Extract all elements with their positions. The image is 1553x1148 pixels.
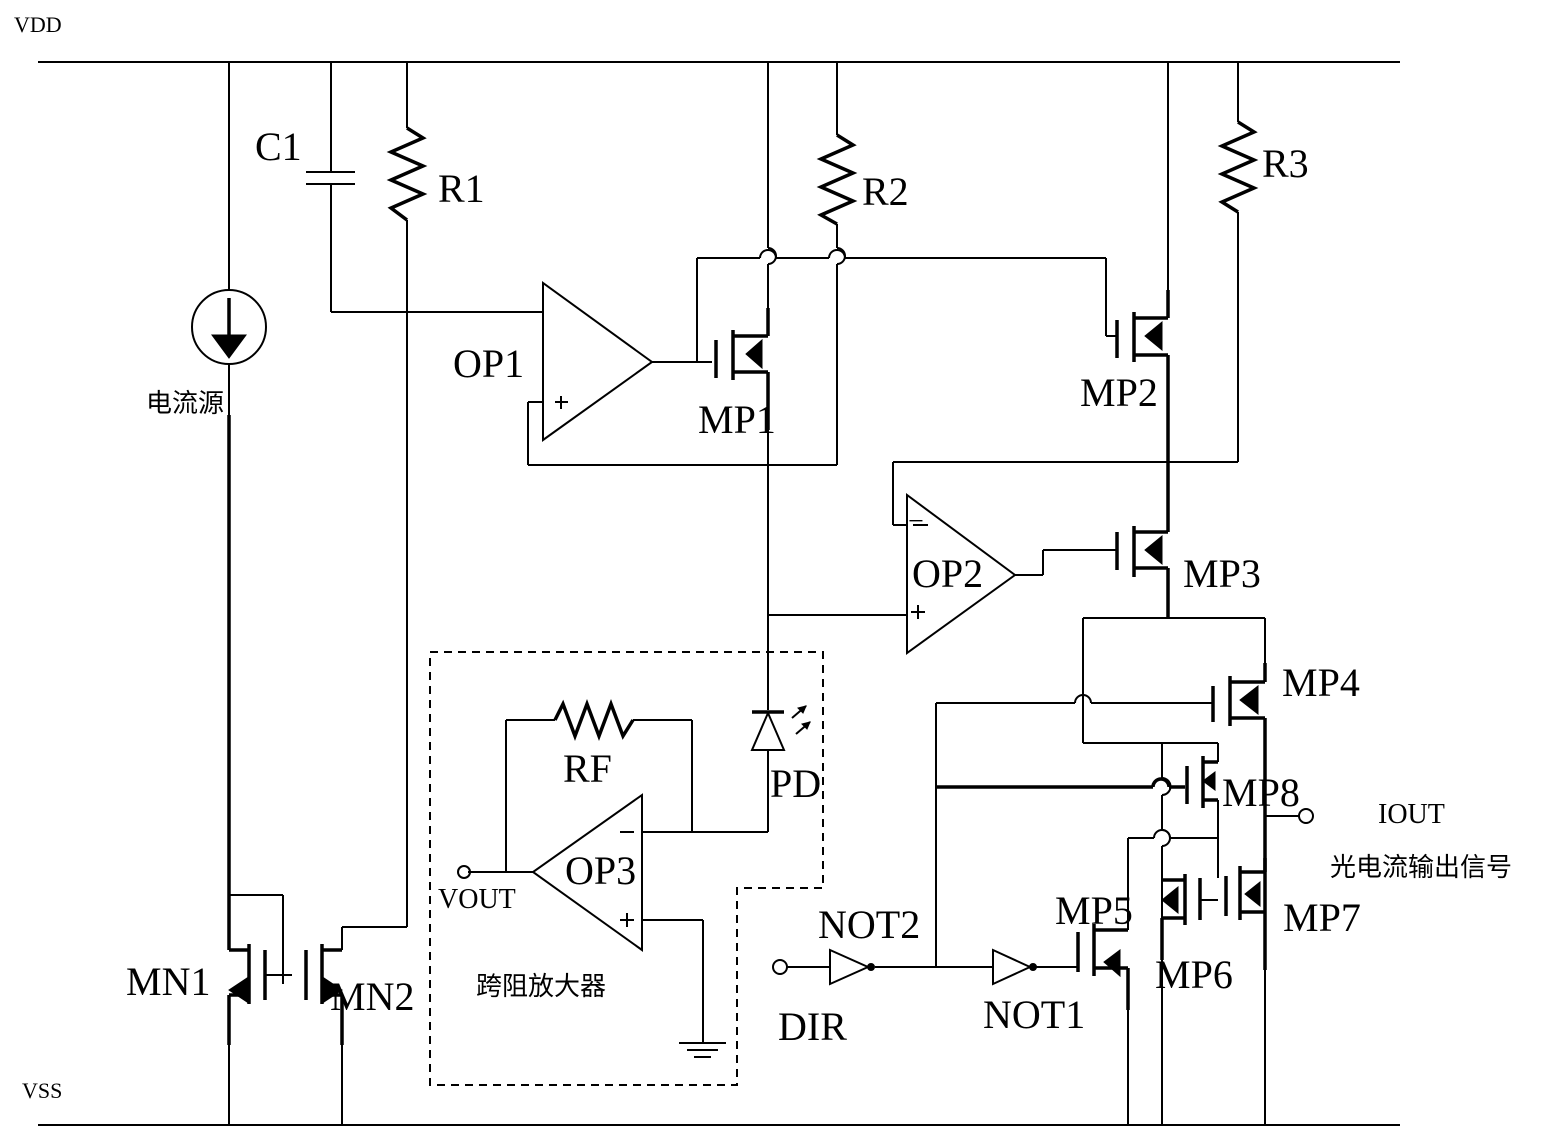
- pmos-mp3: [1115, 512, 1170, 618]
- resistor-r2: [816, 62, 858, 465]
- pd-label: PD: [770, 761, 821, 806]
- op2-label: OP2: [912, 551, 983, 596]
- dir-input: [772, 959, 830, 975]
- mp5-label: MP5: [1055, 888, 1133, 933]
- not2-inverter: [829, 948, 993, 986]
- mn2-label: MN2: [330, 974, 414, 1019]
- mn1-label: MN1: [126, 959, 210, 1004]
- capacitor-c1: [306, 62, 570, 313]
- current-source: [191, 62, 267, 895]
- iout-terminal: [1265, 808, 1314, 824]
- resistor-r3: [892, 62, 1259, 526]
- pmos-mp2: [1115, 62, 1170, 512]
- vss-label: VSS: [22, 1078, 62, 1103]
- nmos-mn2: [304, 944, 344, 1125]
- not1-output-net: [1127, 829, 1218, 930]
- not2-label: NOT2: [818, 902, 920, 947]
- tia-block: [429, 651, 824, 1086]
- r1-label: R1: [438, 166, 485, 211]
- op1-amplifier: [527, 281, 837, 466]
- vdd-label: VDD: [14, 12, 62, 37]
- resistor-r1: [341, 62, 428, 950]
- op3-amplifier: [457, 793, 768, 1058]
- gate-bus-mp1-mp2: [696, 249, 1117, 362]
- pmos-mp7: [1224, 858, 1267, 1125]
- mp7-label: MP7: [1283, 895, 1361, 940]
- op2-amplifier: [768, 493, 1117, 655]
- dir-label: DIR: [778, 1004, 847, 1049]
- mp4-label: MP4: [1282, 660, 1360, 705]
- pmos-mp6: [1160, 874, 1218, 960]
- pmos-mp1: [714, 62, 777, 615]
- photodiode-pd: [750, 615, 811, 832]
- mp3-label: MP3: [1183, 551, 1261, 596]
- c1-label: C1: [255, 124, 302, 169]
- op3-label: OP3: [565, 848, 636, 893]
- mp2-label: MP2: [1080, 370, 1158, 415]
- vout-label: VOUT: [438, 884, 516, 915]
- pmos-mp5: [1035, 924, 1130, 1125]
- iout-description: 光电流输出信号: [1330, 853, 1512, 883]
- pmos-mp4: [1211, 663, 1267, 970]
- not1-inverter: [992, 948, 1037, 986]
- not1-label: NOT1: [983, 992, 1085, 1037]
- tia-label: 跨阻放大器: [476, 972, 606, 1002]
- feedback-resistor-rf: [505, 699, 693, 872]
- mp1-label: MP1: [698, 397, 776, 442]
- rf-label: RF: [563, 746, 612, 791]
- r3-label: R3: [1262, 141, 1309, 186]
- pmos-mp8: [1185, 743, 1219, 878]
- op2-minus-sign: −: [908, 506, 924, 537]
- current-source-label: 电流源: [146, 389, 224, 419]
- nmos-mn1: [227, 894, 292, 1125]
- iout-label: IOUT: [1378, 799, 1445, 830]
- r2-label: R2: [862, 169, 909, 214]
- mp6-label: MP6: [1155, 952, 1233, 997]
- mp3-output-node: [1082, 617, 1266, 744]
- mp8-label: MP8: [1222, 770, 1300, 815]
- op1-label: OP1: [453, 341, 524, 386]
- not2-output-net: [935, 694, 1213, 967]
